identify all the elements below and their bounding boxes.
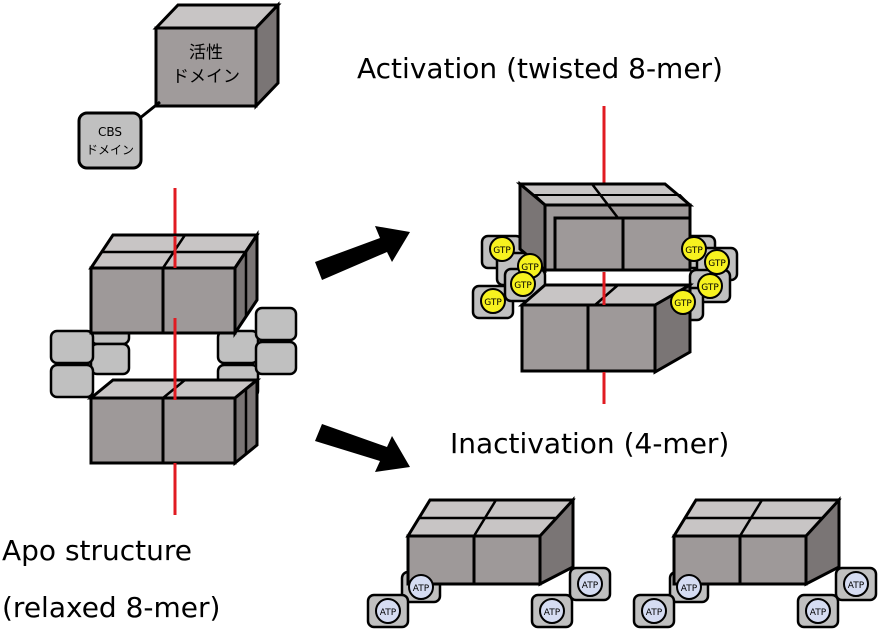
gtp-label: GTP bbox=[708, 259, 726, 269]
atp-label: ATP bbox=[413, 584, 430, 594]
gtp-label: GTP bbox=[674, 299, 692, 309]
atp-label: ATP bbox=[544, 608, 561, 618]
activation-bottom-tetramer bbox=[517, 282, 694, 375]
catalytic-domain-legend-cube: 活性 ドメイン bbox=[152, 1, 282, 110]
inactivation-title: Inactivation (4-mer) bbox=[450, 427, 729, 460]
gtp-label: GTP bbox=[521, 263, 539, 273]
catalytic-domain-label-line2: ドメイン bbox=[172, 67, 240, 87]
atp-label: ATP bbox=[848, 581, 865, 591]
atp-label: ATP bbox=[681, 584, 698, 594]
apo-title-line1: Apo structure bbox=[2, 534, 192, 567]
atp-label: ATP bbox=[380, 608, 397, 618]
activation-title: Activation (twisted 8-mer) bbox=[357, 52, 723, 85]
gtp-markers: GTP GTP GTP GTP GTP GTP GTP GTP bbox=[480, 236, 730, 315]
cbs-domain-legend-block: CBS ドメイン bbox=[77, 111, 143, 170]
atp-label: ATP bbox=[646, 608, 663, 618]
apo-title-line2: (relaxed 8-mer) bbox=[2, 591, 220, 624]
activation-structure: GTP GTP GTP GTP GTP GTP GTP GTP bbox=[471, 106, 739, 404]
inactivation-tetramer-left: ATP ATP ATP ATP bbox=[366, 496, 612, 629]
inactivation-tetramer-right: ATP ATP ATP ATP bbox=[632, 496, 878, 629]
atp-label: ATP bbox=[810, 608, 827, 618]
arrow-to-inactivation bbox=[315, 424, 410, 472]
gtp-label: GTP bbox=[685, 246, 703, 256]
cbs-domain-label-line1: CBS bbox=[98, 125, 122, 139]
activation-top-tetramer bbox=[515, 180, 695, 274]
gtp-label: GTP bbox=[514, 281, 532, 291]
gtp-label: GTP bbox=[484, 298, 502, 308]
gtp-label: GTP bbox=[701, 283, 719, 293]
legend: 活性 ドメイン CBS ドメイン bbox=[77, 1, 282, 170]
gtp-label: GTP bbox=[493, 246, 511, 256]
catalytic-domain-label-line1: 活性 bbox=[189, 43, 223, 63]
atp-label: ATP bbox=[582, 581, 599, 591]
apo-structure bbox=[49, 188, 298, 515]
arrow-to-activation bbox=[315, 226, 410, 280]
cbs-domain-label-line2: ドメイン bbox=[86, 143, 134, 157]
